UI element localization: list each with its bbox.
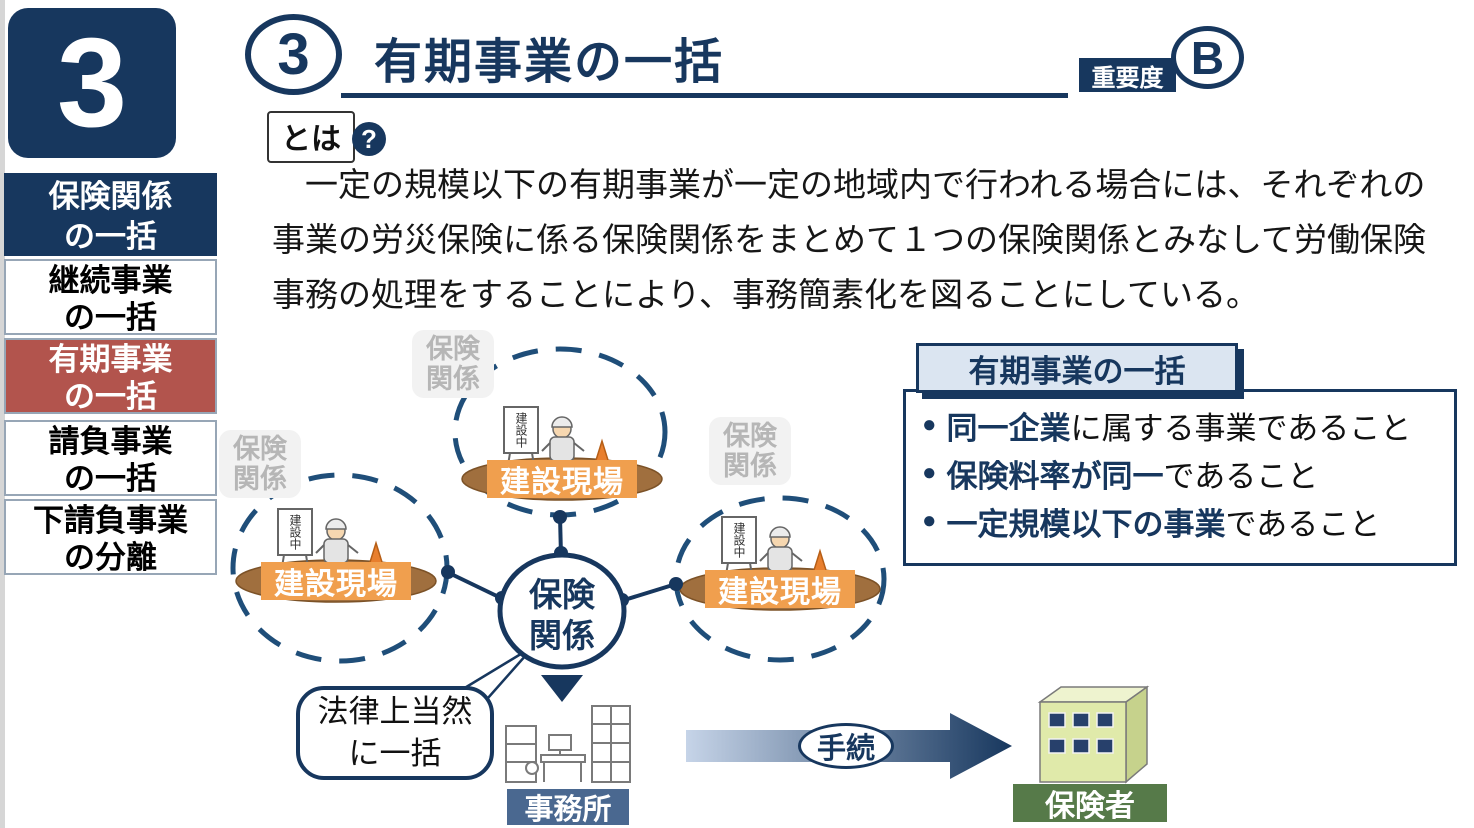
criteria-list: ● 同一企業 に属する事業であること ● 保険料率が同一 であること ● 一定規… bbox=[922, 401, 1457, 545]
page-edge bbox=[0, 0, 5, 828]
office-illustration bbox=[505, 705, 631, 783]
gray-badge-line: 保険 bbox=[233, 434, 287, 464]
criteria-rest-text: であること bbox=[1225, 506, 1381, 542]
bullet-icon: ● bbox=[922, 507, 937, 534]
down-triangle-icon bbox=[541, 675, 583, 702]
construction-site-label: 建設現場 bbox=[487, 460, 637, 499]
criteria-rest-text: に属する事業であること bbox=[1070, 410, 1412, 446]
callout-line: 法律上当然 bbox=[317, 694, 473, 730]
intro-line: 事務の処理をすることにより、事務簡素化を図ることにしている。 bbox=[272, 276, 1260, 313]
gray-badge-line: 関係 bbox=[233, 464, 287, 495]
central-insurance-circle bbox=[497, 552, 627, 670]
dashed-site-circle-right bbox=[673, 495, 887, 663]
sidebar-header: 保険関係 の一括 bbox=[4, 173, 217, 256]
sidebar-item-label: 請負事業 bbox=[48, 424, 173, 459]
intro-line: 事業の労災保険に係る保険関係をまとめて１つの保険関係とみなして労働保険 bbox=[272, 221, 1427, 258]
sidebar-item-label: 有期事業 bbox=[48, 342, 173, 377]
sidebar-item-shitauke: 下請負事業 の分離 bbox=[4, 499, 217, 575]
office-label: 事務所 bbox=[507, 789, 629, 826]
sidebar-header-line1: 保険関係 bbox=[48, 179, 173, 214]
criteria-bold-text: 一定規模以下の事業 bbox=[946, 506, 1226, 542]
intro-paragraph: 一定の規模以下の有期事業が一定の地域内で行われる場合には、それぞれの 事業の労災… bbox=[272, 157, 1467, 322]
insurer-building bbox=[1037, 685, 1150, 784]
criteria-bold-text: 同一企業 bbox=[946, 410, 1071, 446]
gray-badge-line: 保険 bbox=[426, 334, 480, 364]
sidebar-item-keizoku: 継続事業 の一括 bbox=[4, 259, 217, 335]
legal-callout: 法律上当然 に一括 bbox=[296, 686, 494, 780]
chapter-number-tab: 3 bbox=[8, 8, 176, 158]
sidebar-item-label: 下請負事業 bbox=[33, 503, 188, 538]
procedure-badge: 手続 bbox=[798, 723, 894, 769]
gray-insurance-badge: 保険 関係 bbox=[412, 330, 494, 399]
insurer-label: 保険者 bbox=[1013, 784, 1167, 823]
criteria-bullet: ● 同一企業 に属する事業であること bbox=[922, 401, 1457, 449]
criteria-rest-text: であること bbox=[1163, 458, 1319, 494]
central-label-line: 関係 bbox=[529, 617, 595, 655]
sidebar-header-line2: の一括 bbox=[64, 219, 157, 255]
criteria-bullet: ● 保険料率が同一 であること bbox=[922, 449, 1457, 497]
construction-site-label: 建設現場 bbox=[705, 570, 855, 609]
title-underline bbox=[341, 93, 1068, 98]
bullet-icon: ● bbox=[922, 459, 937, 486]
section-number-badge: 3 bbox=[245, 14, 342, 95]
criteria-box bbox=[903, 389, 1457, 566]
construction-site-label: 建設現場 bbox=[261, 562, 411, 601]
sidebar-item-label: の一括 bbox=[64, 460, 157, 496]
sidebar-item-label: の一括 bbox=[64, 299, 157, 335]
gray-badge-line: 関係 bbox=[723, 451, 777, 482]
gray-insurance-badge: 保険 関係 bbox=[219, 430, 301, 499]
bullet-icon: ● bbox=[922, 411, 937, 438]
definition-tag: とは ? bbox=[267, 111, 386, 163]
gray-insurance-badge: 保険 関係 bbox=[709, 417, 791, 486]
sidebar-item-yuki-active: 有期事業 の一括 bbox=[4, 338, 217, 414]
central-label-line: 保険 bbox=[529, 576, 595, 613]
question-icon: ? bbox=[352, 122, 386, 156]
sidebar-item-label: の分離 bbox=[64, 539, 157, 575]
sidebar-item-ukeoi: 請負事業 の一括 bbox=[4, 420, 217, 496]
sidebar-item-label: の一括 bbox=[64, 378, 157, 414]
central-insurance-circle-label: 保険 関係 bbox=[500, 574, 624, 657]
callout-line: に一括 bbox=[348, 736, 442, 771]
intro-line: 一定の規模以下の有期事業が一定の地域内で行われる場合には、それぞれの bbox=[272, 166, 1426, 203]
criteria-bold-text: 保険料率が同一 bbox=[946, 458, 1164, 494]
gray-badge-line: 保険 bbox=[723, 421, 777, 451]
criteria-box-title: 有期事業の一括 bbox=[916, 343, 1238, 393]
importance-grade-badge: B bbox=[1171, 26, 1244, 89]
sidebar-item-label: 継続事業 bbox=[48, 263, 173, 298]
importance-label: 重要度 bbox=[1079, 58, 1176, 92]
criteria-bullet: ● 一定規模以下の事業 であること bbox=[922, 497, 1457, 545]
gray-badge-line: 関係 bbox=[426, 364, 480, 395]
page-title: 有期事業の一括 bbox=[374, 36, 725, 89]
